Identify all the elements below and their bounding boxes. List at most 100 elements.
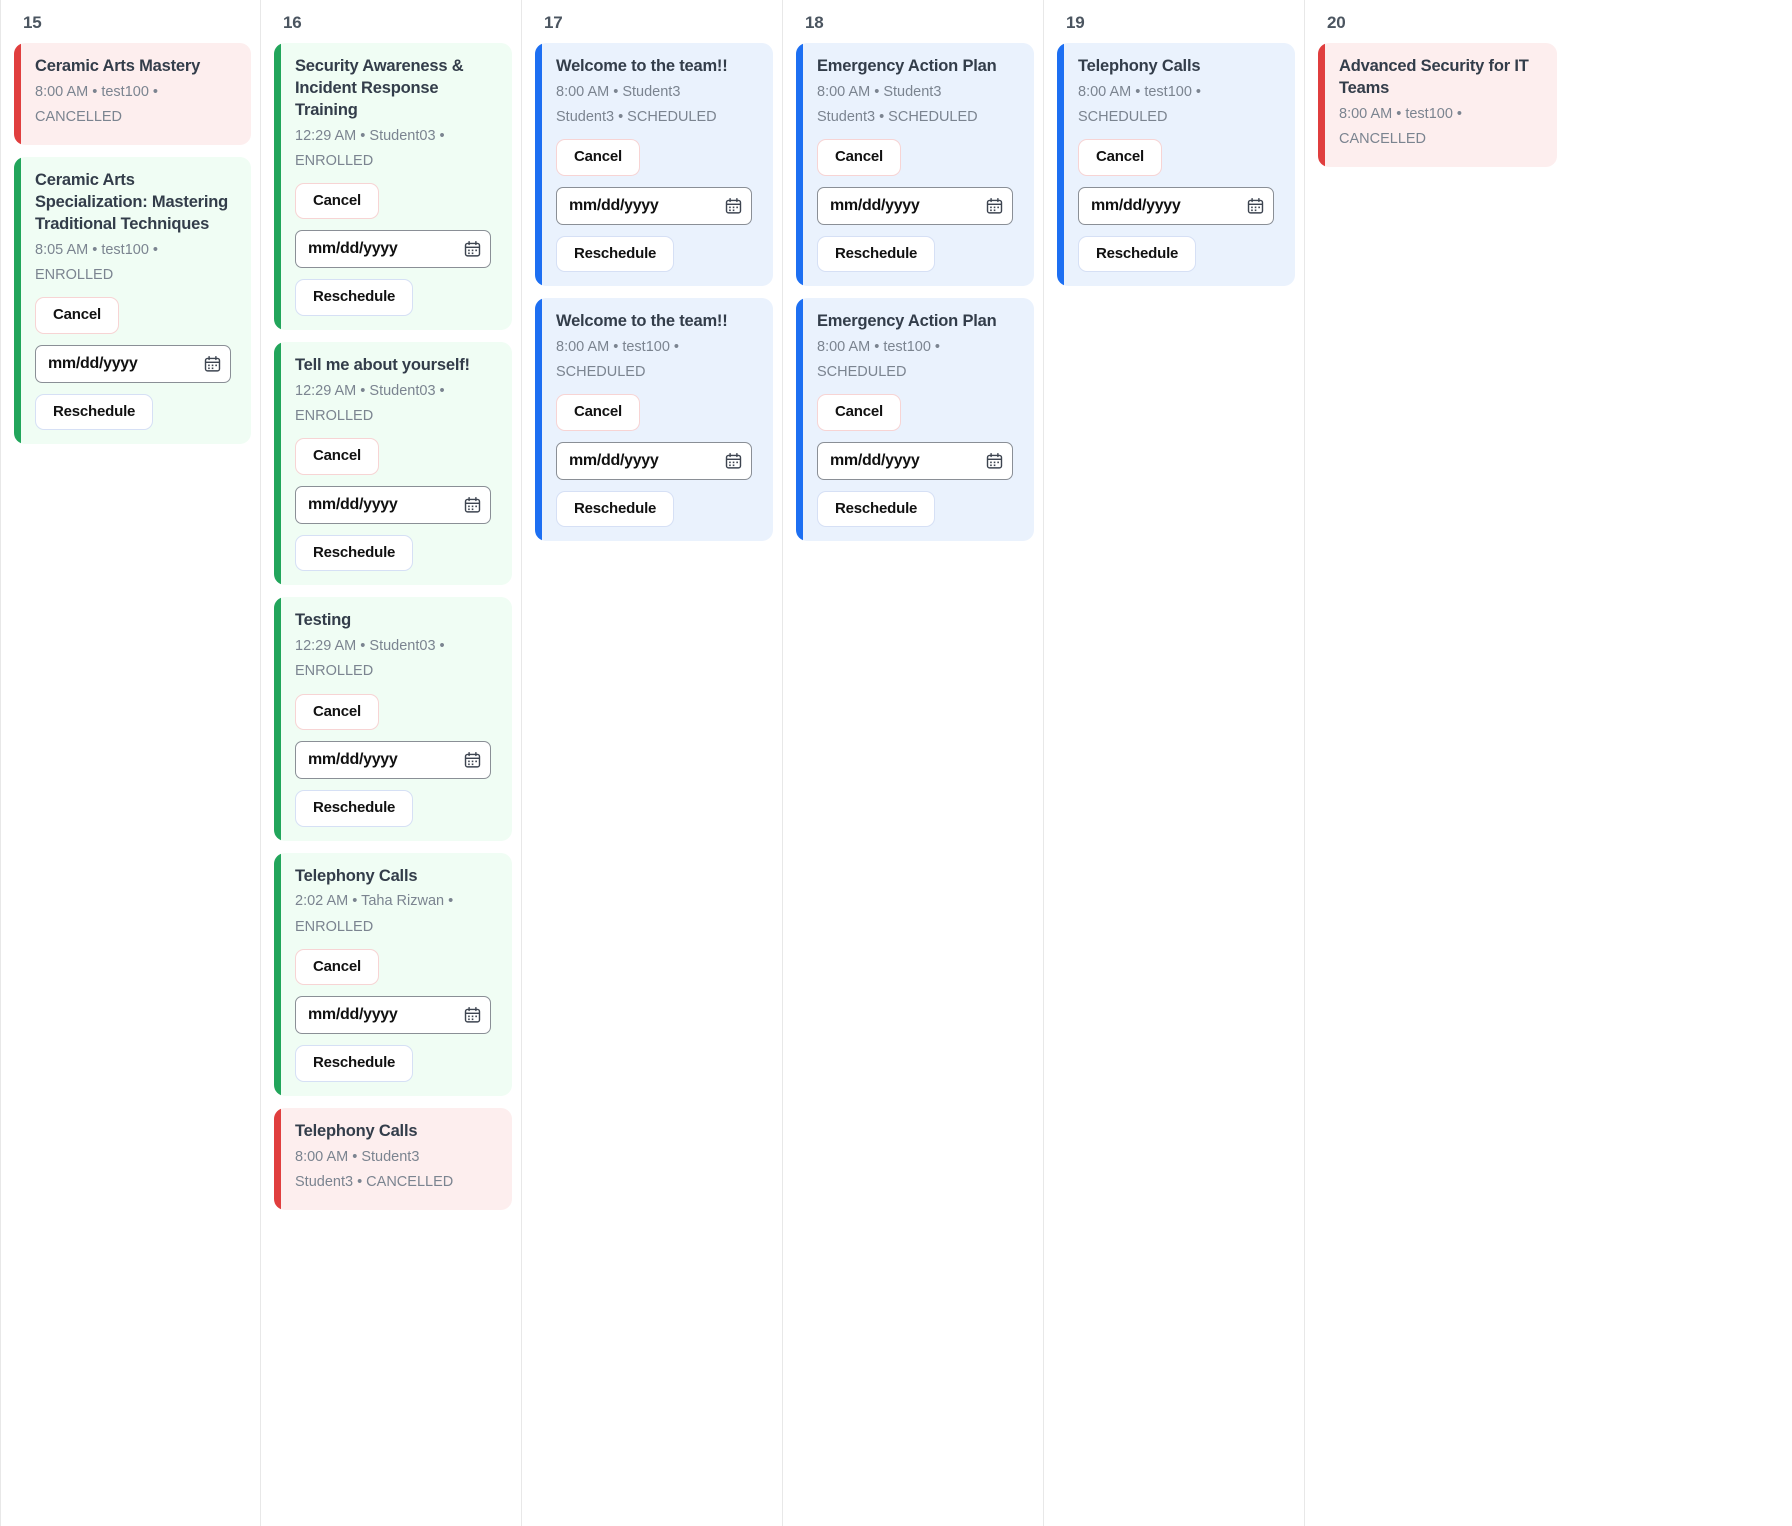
- event-meta-line: 8:00 AM • test100 •: [1339, 105, 1463, 122]
- reschedule-button[interactable]: Reschedule: [295, 534, 414, 572]
- calendar-icon[interactable]: [464, 241, 481, 258]
- event-title: Testing: [295, 611, 352, 630]
- reschedule-date-field[interactable]: [295, 485, 491, 524]
- event-meta-line: 8:00 AM • test100 •: [817, 338, 941, 355]
- cancel-button[interactable]: Cancel: [295, 438, 379, 475]
- calendar-icon[interactable]: [464, 496, 481, 513]
- event-meta-line: 12:29 AM • Student03 •: [295, 638, 445, 655]
- date-input[interactable]: [556, 441, 752, 480]
- date-input[interactable]: [817, 441, 1013, 480]
- event-status-line: SCHEDULED: [1078, 108, 1168, 125]
- cancel-button[interactable]: Cancel: [556, 394, 640, 431]
- event-status-line: CANCELLED: [35, 108, 123, 125]
- event-card[interactable]: Ceramic Arts Specialization: Mastering T…: [14, 157, 251, 445]
- date-input[interactable]: [35, 344, 231, 383]
- day-number: 16: [283, 13, 302, 32]
- event-card[interactable]: Welcome to the team!!8:00 AM • test100 •…: [535, 298, 773, 542]
- event-status-line: CANCELLED: [1339, 130, 1427, 147]
- event-title: Tell me about yourself!: [295, 355, 470, 374]
- event-status-line: ENROLLED: [295, 152, 374, 169]
- reschedule-date-field[interactable]: [1078, 186, 1274, 225]
- cancel-button[interactable]: Cancel: [817, 139, 901, 176]
- event-actions: CancelReschedule: [556, 139, 759, 272]
- calendar-icon[interactable]: [464, 1007, 481, 1024]
- event-title: Emergency Action Plan: [817, 312, 997, 330]
- reschedule-date-field[interactable]: [35, 344, 231, 383]
- reschedule-button[interactable]: Reschedule: [556, 490, 675, 528]
- calendar-icon[interactable]: [986, 197, 1003, 214]
- event-status-line: ENROLLED: [295, 918, 374, 935]
- date-input[interactable]: [295, 230, 491, 269]
- event-status-line: ENROLLED: [295, 663, 374, 680]
- reschedule-button[interactable]: Reschedule: [1078, 235, 1197, 272]
- event-title: Emergency Action Plan: [817, 56, 997, 75]
- event-title: Welcome to the team!!: [556, 56, 728, 75]
- event-meta-line: 8:00 AM • test100 •: [1078, 83, 1202, 100]
- event-title: Ceramic Arts Specialization: Mastering T…: [35, 171, 229, 233]
- date-input[interactable]: [295, 741, 491, 779]
- event-card[interactable]: Tell me about yourself! 12:29 AM • Studen…: [274, 341, 512, 586]
- reschedule-date-field[interactable]: [295, 996, 491, 1035]
- reschedule-date-field[interactable]: [295, 741, 491, 779]
- date-input[interactable]: [295, 996, 491, 1035]
- calendar-icon[interactable]: [1247, 197, 1264, 214]
- cancel-button[interactable]: Cancel: [35, 297, 119, 334]
- calendar-icon[interactable]: [986, 452, 1003, 469]
- day-number: 20: [1327, 13, 1346, 32]
- calendar-icon[interactable]: [725, 197, 742, 214]
- reschedule-button[interactable]: Reschedule: [295, 279, 414, 316]
- calendar-icon[interactable]: [204, 355, 221, 372]
- event-card[interactable]: Testing 12:29 AM • Student03 • ENROLLED Can…: [274, 597, 512, 841]
- event-meta-line: 12:29 AM • Student03 •: [295, 382, 445, 399]
- date-input[interactable]: [1078, 186, 1274, 225]
- reschedule-button[interactable]: Reschedule: [817, 490, 936, 528]
- reschedule-button[interactable]: Reschedule: [295, 790, 414, 827]
- event-actions: CancelReschedule: [295, 182, 498, 316]
- reschedule-button[interactable]: Reschedule: [35, 393, 154, 431]
- event-actions: CancelReschedule: [295, 438, 498, 572]
- event-card[interactable]: Emergency Action Plan 8:00 AM • test100 •…: [796, 298, 1034, 542]
- cancel-button[interactable]: Cancel: [295, 693, 379, 730]
- reschedule-date-field[interactable]: [556, 186, 752, 225]
- date-input[interactable]: [556, 186, 752, 225]
- cancel-button[interactable]: Cancel: [1078, 139, 1162, 176]
- event-actions: CancelReschedule: [817, 394, 1020, 528]
- event-actions: CancelReschedule: [556, 394, 759, 528]
- calendar-icon[interactable]: [464, 752, 481, 769]
- cancel-button[interactable]: Cancel: [556, 139, 640, 176]
- event-status-line: SCHEDULED: [556, 364, 646, 381]
- day-number: 18: [805, 13, 824, 32]
- event-status-line: ENROLLED: [295, 408, 374, 424]
- date-input[interactable]: [817, 186, 1013, 225]
- reschedule-button[interactable]: Reschedule: [295, 1045, 414, 1082]
- reschedule-date-field[interactable]: [556, 441, 752, 480]
- reschedule-date-field[interactable]: [817, 441, 1013, 480]
- date-input[interactable]: [295, 485, 491, 524]
- reschedule-date-field[interactable]: [295, 230, 491, 269]
- event-status-line: SCHEDULED: [817, 364, 907, 381]
- event-meta-line: 8:00 AM • Student3: [817, 83, 942, 100]
- reschedule-button[interactable]: Reschedule: [817, 235, 936, 272]
- event-title: Welcome to the team!!: [556, 312, 728, 330]
- calendar-icon[interactable]: [725, 452, 742, 469]
- cancel-button[interactable]: Cancel: [295, 948, 379, 986]
- event-actions: CancelReschedule: [1078, 139, 1281, 272]
- cancel-button[interactable]: Cancel: [817, 394, 901, 431]
- reschedule-date-field[interactable]: [817, 186, 1013, 225]
- event-actions: CancelReschedule: [295, 948, 498, 1082]
- cancel-button[interactable]: Cancel: [295, 182, 379, 220]
- reschedule-button[interactable]: Reschedule: [556, 235, 675, 272]
- event-card[interactable]: Security Awareness & Incident Response T…: [274, 42, 512, 330]
